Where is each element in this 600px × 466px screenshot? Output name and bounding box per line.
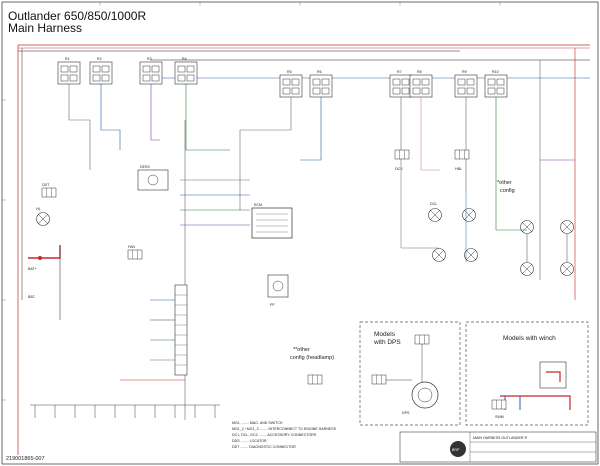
svg-text:MAIN HARNESS OUTLANDER R: MAIN HARNESS OUTLANDER R <box>473 436 528 440</box>
svg-text:BRP: BRP <box>452 448 460 452</box>
svg-text:Models: Models <box>374 331 396 338</box>
battery: BAT+ BAT- <box>28 245 61 320</box>
dps-inset: Models with DPS DPS <box>359 321 461 426</box>
title-block: MAIN HARNESS OUTLANDER R BRP <box>399 431 597 463</box>
svg-text:R10: R10 <box>492 70 499 74</box>
svg-text:DESS: DESS <box>140 165 150 169</box>
right-harness-wires <box>400 159 575 262</box>
relay-labels: R1 R2 R3 R4 R5 R6 R7 R8 R9 R10 <box>65 57 499 74</box>
svg-text:MG1 ........ MAG. AND SWITCH: MG1 ........ MAG. AND SWITCH <box>232 421 283 425</box>
svg-text:R8: R8 <box>417 70 422 74</box>
power-bus-wires <box>17 44 590 455</box>
svg-text:FP: FP <box>270 303 275 307</box>
svg-text:config (headlamp): config (headlamp) <box>290 355 334 361</box>
svg-text:R1: R1 <box>65 57 70 61</box>
diagram-subtitle: Main Harness <box>8 21 82 35</box>
relay-block-right <box>279 74 508 98</box>
svg-text:R5: R5 <box>287 70 292 74</box>
legend: MG1 ........ MAG. AND SWITCH MG1_2 / MG1… <box>232 421 337 449</box>
hbl-connector: HBL <box>454 149 470 171</box>
ddt-connector: DDT <box>41 183 57 198</box>
diagram-title: Outlander 650/850/1000R <box>8 9 146 23</box>
svg-text:with DPS: with DPS <box>373 339 401 346</box>
svg-text:DC1, DCL, DC2 ........ ACCESSO: DC1, DCL, DC2 ........ ACCESSORY CONNECT… <box>232 433 317 437</box>
svg-text:SWM: SWM <box>495 415 504 419</box>
dess-connector: DESS <box>137 165 169 191</box>
svg-text:R9: R9 <box>462 70 467 74</box>
svg-text:R6: R6 <box>317 70 322 74</box>
winch-inset: Models with winch SWM <box>465 321 589 426</box>
svg-text:R2: R2 <box>97 57 102 61</box>
fan-connector: FAN <box>127 245 143 260</box>
ground-terminals <box>30 404 220 418</box>
svg-text:ECM: ECM <box>254 203 262 207</box>
svg-text:**other: **other <box>293 347 310 353</box>
other-config-headlamp-callout: **other config (headlamp) <box>290 347 334 385</box>
svg-text:HL: HL <box>36 207 41 211</box>
svg-text:BAT+: BAT+ <box>28 267 37 271</box>
svg-text:DDT ........ DIAGNOSTIC CONNEC: DDT ........ DIAGNOSTIC CONNECTOR <box>232 445 296 449</box>
svg-text:*other: *other <box>497 180 512 186</box>
central-connector-stack <box>174 284 188 376</box>
other-config-callout: *other config <box>497 180 515 194</box>
svg-text:Models with winch: Models with winch <box>503 335 556 342</box>
svg-text:R7: R7 <box>397 70 402 74</box>
svg-text:BAT-: BAT- <box>28 295 37 299</box>
svg-text:MG1_2 / MG1_3 ........ INTERCO: MG1_2 / MG1_3 ........ INTERCONNECT TO E… <box>232 427 337 431</box>
dcs-connector: DCS <box>394 149 410 171</box>
svg-text:config: config <box>500 188 515 194</box>
svg-text:FAN: FAN <box>128 245 135 249</box>
svg-text:R3: R3 <box>147 57 152 61</box>
ecm-module: ECM <box>251 203 293 239</box>
svg-text:DDS ........ LOCATOR: DDS ........ LOCATOR <box>232 439 267 443</box>
svg-text:DPS: DPS <box>402 411 410 415</box>
svg-text:DCL: DCL <box>430 202 437 206</box>
fp-connector: FP <box>267 274 289 307</box>
dcl-lamps: DCL <box>428 202 574 276</box>
hl-lamp: HL <box>36 207 50 226</box>
relay-drop-wires <box>68 48 576 300</box>
svg-text:DDT: DDT <box>42 183 50 187</box>
svg-text:DCS: DCS <box>395 167 403 171</box>
border-ticks <box>2 2 501 401</box>
doc-number: 219001865-007 <box>6 456 45 462</box>
brp-logo-icon <box>450 441 466 457</box>
svg-text:HBL: HBL <box>455 167 462 171</box>
svg-text:R4: R4 <box>182 57 187 61</box>
